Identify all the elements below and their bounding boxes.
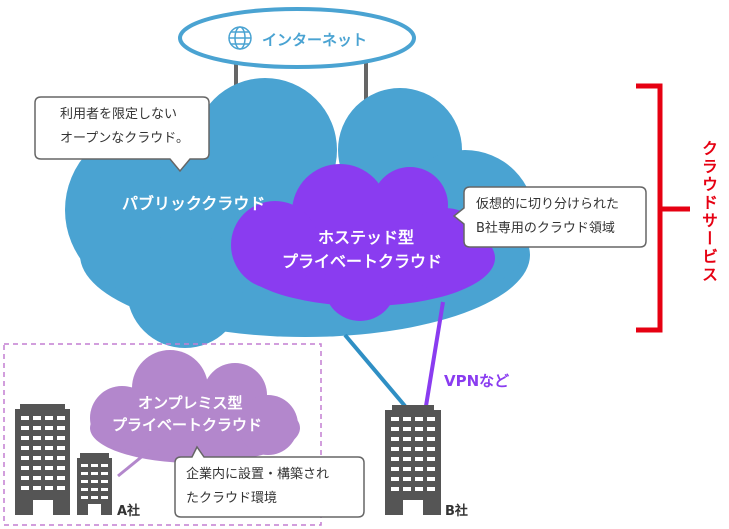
public-callout-box [34, 96, 210, 173]
onpremise-callout-line1: 企業内に設置・構築され [186, 467, 330, 482]
hosted-cloud-label-line2: プライベートクラウド [282, 252, 443, 271]
cloud-service-bracket [636, 83, 690, 333]
internet-oval [178, 7, 416, 69]
onpremise-callout-box [174, 445, 365, 518]
building-b [385, 405, 441, 515]
hosted-callout-line2: B社専用のクラウド領域 [476, 221, 615, 236]
company-a-label: A社 [117, 504, 141, 519]
onpremise-link [117, 448, 151, 478]
public-cloud-label: パブリッククラウド [122, 194, 266, 213]
onpremise-cloud-label-line2: プライベートクラウド [112, 416, 263, 434]
public-callout-line2: オープンなクラウド。 [60, 131, 189, 146]
globe-icon [228, 26, 252, 50]
vpn-label: VPNなど [444, 372, 510, 390]
onpremise-cloud-shape [90, 350, 300, 463]
public-callout-line1: 利用者を限定しない [60, 107, 178, 122]
company-a-region [3, 343, 322, 526]
building-a-large [15, 404, 70, 515]
hosted-callout-line1: 仮想的に切り分けられた [476, 197, 620, 212]
company-b-label: B社 [445, 504, 468, 519]
vpn-link [424, 301, 445, 407]
public-to-b-link [343, 333, 407, 408]
building-a-small [77, 453, 112, 515]
hosted-callout-box [452, 186, 647, 248]
cloud-service-label: クラウドサービス [699, 140, 718, 284]
hosted-cloud-label-line1: ホステッド型 [318, 228, 415, 247]
onpremise-callout-line2: たクラウド環境 [186, 491, 278, 506]
onpremise-cloud-label-line1: オンプレミス型 [138, 394, 243, 412]
internet-label: インターネット [262, 31, 368, 49]
hosted-private-cloud-shape [231, 164, 495, 321]
